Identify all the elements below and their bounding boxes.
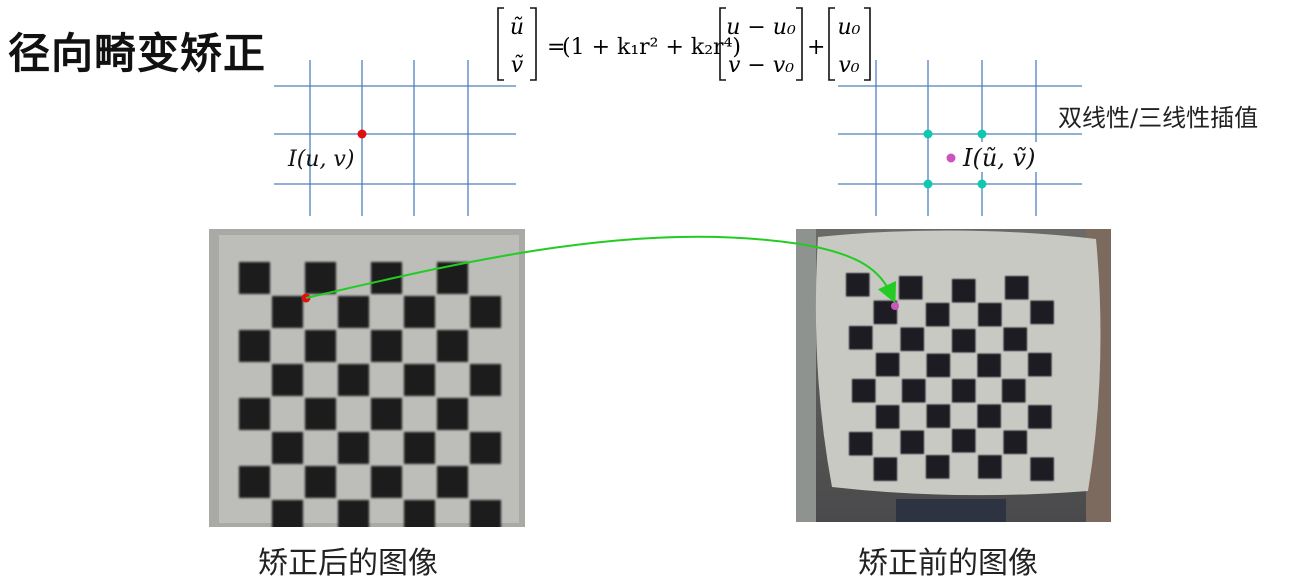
checker-square <box>437 398 469 430</box>
left-grid-point <box>357 129 367 139</box>
checker-square <box>371 398 403 430</box>
checker-square <box>338 432 370 464</box>
right-pixel-grid: I(ũ, ṽ) <box>838 60 1082 216</box>
checker-square <box>925 455 950 479</box>
formula-lhs-bottom: ṽ <box>511 53 524 78</box>
checker-square <box>239 466 271 498</box>
checker-square <box>437 466 469 498</box>
checker-square <box>239 398 271 430</box>
checker-square <box>371 466 403 498</box>
checker-square <box>404 364 436 396</box>
checker-square <box>1003 327 1027 351</box>
checker-square <box>952 329 976 353</box>
neighbor-point-top-left <box>923 129 933 139</box>
checker-square <box>978 302 1002 327</box>
checker-square <box>1003 430 1027 454</box>
checker-square <box>338 500 370 527</box>
checker-square <box>470 364 502 396</box>
checker-square <box>849 432 873 456</box>
checker-square <box>305 330 337 362</box>
checker-square <box>977 353 1001 378</box>
neighbor-point-bottom-right <box>977 179 987 189</box>
checker-square <box>305 262 337 294</box>
checker-square <box>899 276 923 300</box>
page-title: 径向畸变矫正 <box>8 29 267 78</box>
checker-square <box>1028 352 1052 377</box>
checker-square <box>925 302 950 327</box>
checker-square <box>404 432 436 464</box>
checker-square <box>902 379 926 403</box>
formula-offset-bottom: v₀ <box>838 53 859 78</box>
checker-square <box>873 457 898 481</box>
checker-square <box>338 296 370 328</box>
neighbor-point-top-right <box>977 129 987 139</box>
left-grid-label: I(u, v) <box>287 147 354 172</box>
checker-square <box>875 352 900 377</box>
checker-square <box>239 330 271 362</box>
checker-square <box>846 273 870 297</box>
checker-square <box>404 500 436 527</box>
checker-square <box>900 327 924 351</box>
left-pixel-grid: I(u, v) <box>274 60 516 216</box>
checker-square <box>1030 457 1054 481</box>
checker-square <box>977 404 1001 428</box>
formula-vec-bottom: v − v₀ <box>728 53 794 78</box>
checker-square <box>404 296 436 328</box>
checker-square <box>272 500 304 527</box>
checker-square <box>437 330 469 362</box>
original-image-point <box>891 302 899 310</box>
interpolation-label: 双线性/三线性插值 <box>1058 104 1259 132</box>
checker-square <box>305 398 337 430</box>
right-grid-label: I(ũ, ṽ) <box>962 144 1035 172</box>
checker-square <box>1028 405 1052 429</box>
formula-plus: + <box>807 35 825 60</box>
checker-square <box>852 379 876 403</box>
checker-square <box>952 279 976 303</box>
checker-square <box>926 353 951 378</box>
checker-square <box>875 405 900 429</box>
subpixel-point <box>946 153 956 163</box>
checker-square <box>952 379 976 403</box>
checker-square <box>470 296 502 328</box>
checker-square <box>926 404 951 428</box>
checker-square <box>849 326 873 350</box>
formula-lhs-top: ũ <box>510 15 524 40</box>
checker-square <box>272 364 304 396</box>
checker-square <box>305 466 337 498</box>
checker-square <box>239 262 271 294</box>
checker-square <box>1005 276 1029 300</box>
checker-square <box>900 430 924 454</box>
original-image-caption: 矫正前的图像 <box>858 546 1038 581</box>
checker-square <box>470 500 502 527</box>
formula-factor: (1 + k₁r² + k₂r⁴) <box>562 35 741 60</box>
formula-vec-top: u − u₀ <box>726 15 796 40</box>
formula-offset-top: u₀ <box>838 15 861 40</box>
checker-square <box>371 330 403 362</box>
checker-square <box>272 296 304 328</box>
checker-square <box>338 364 370 396</box>
checker-square <box>470 432 502 464</box>
checker-square <box>952 429 976 453</box>
checker-square <box>978 455 1002 479</box>
corrected-image-caption: 矫正后的图像 <box>258 546 438 581</box>
checker-square <box>1030 300 1054 325</box>
neighbor-point-bottom-left <box>923 179 933 189</box>
checker-square <box>272 432 304 464</box>
formula-equals: = <box>547 35 565 60</box>
checker-square <box>1002 379 1026 403</box>
distortion-formula: ũ ṽ = (1 + k₁r² + k₂r⁴) u − u₀ v − v₀ + … <box>497 7 871 81</box>
